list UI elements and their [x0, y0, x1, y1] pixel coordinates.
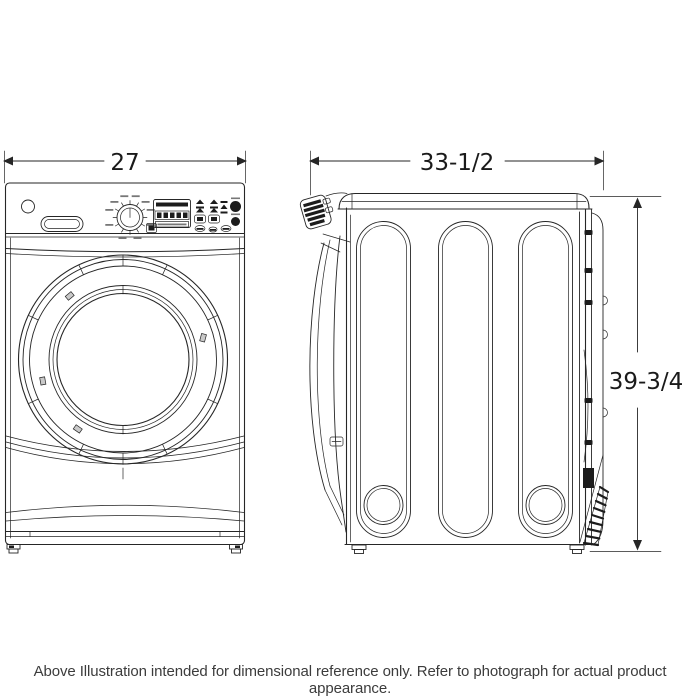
cycle-knob	[105, 195, 157, 239]
vent-louvers-icon	[582, 485, 610, 547]
door-bulge	[309, 242, 326, 491]
ge-logo-icon	[21, 199, 35, 214]
door-window	[56, 292, 190, 427]
width-dimension-label: 27	[110, 150, 139, 176]
reference-caption: Above Illustration intended for dimensio…	[33, 663, 667, 697]
door-latch-side	[329, 436, 344, 447]
arrow-left-icon	[3, 156, 13, 166]
side-front-profile	[299, 192, 351, 533]
option-button	[220, 225, 232, 232]
arrow-right-icon	[237, 156, 247, 166]
display-panel	[153, 199, 191, 228]
option-icon	[196, 199, 204, 204]
dispenser-drawer	[40, 216, 84, 232]
start-button	[231, 217, 240, 226]
option-button	[194, 214, 206, 224]
door	[17, 254, 229, 465]
display-status-bar	[155, 221, 189, 228]
front-lower-panel	[5, 435, 245, 537]
knob-cycle-labels	[105, 195, 155, 239]
embossed-channel	[438, 221, 493, 538]
option-button	[194, 225, 206, 232]
power-button	[230, 201, 241, 212]
arrow-up-icon	[633, 197, 642, 208]
door-ring-ticks	[27, 254, 219, 465]
depth-dimension-label: 33-1/2	[420, 150, 495, 176]
door-window-ring	[48, 285, 198, 434]
option-button	[208, 226, 218, 233]
height-dimension: 39-3/4	[589, 196, 684, 552]
back-panel	[579, 208, 610, 547]
cabinet-front	[4, 182, 246, 546]
cycle-knob-side	[299, 194, 334, 230]
leveling-feet-front	[6, 544, 243, 554]
side-panel	[344, 207, 593, 546]
front-view: 27	[3, 150, 247, 554]
side-view: 33-1/2 39-3/4	[299, 150, 683, 554]
width-dimension: 27	[3, 150, 247, 184]
power-start-buttons	[230, 197, 241, 226]
cabinet-top	[337, 192, 593, 210]
rear-clips	[584, 230, 593, 445]
option-buttons	[194, 199, 232, 233]
knob-option-icon	[146, 223, 157, 233]
door-hinge-tabs	[39, 291, 207, 434]
embossed-channel	[356, 221, 411, 538]
display-header	[156, 202, 188, 207]
depth-dimension: 33-1/2	[309, 150, 605, 196]
leveling-feet-side	[351, 544, 585, 554]
control-panel	[5, 195, 245, 258]
knob-tick-marks	[112, 200, 148, 235]
embossed-channel	[518, 221, 573, 538]
arrow-left-icon	[309, 156, 319, 166]
arrow-down-icon	[633, 540, 642, 551]
display-digits	[157, 212, 188, 218]
height-dimension-label: 39-3/4	[609, 369, 684, 395]
arrow-right-icon	[594, 156, 605, 166]
option-button	[208, 214, 220, 224]
power-cord-connection	[583, 468, 594, 488]
